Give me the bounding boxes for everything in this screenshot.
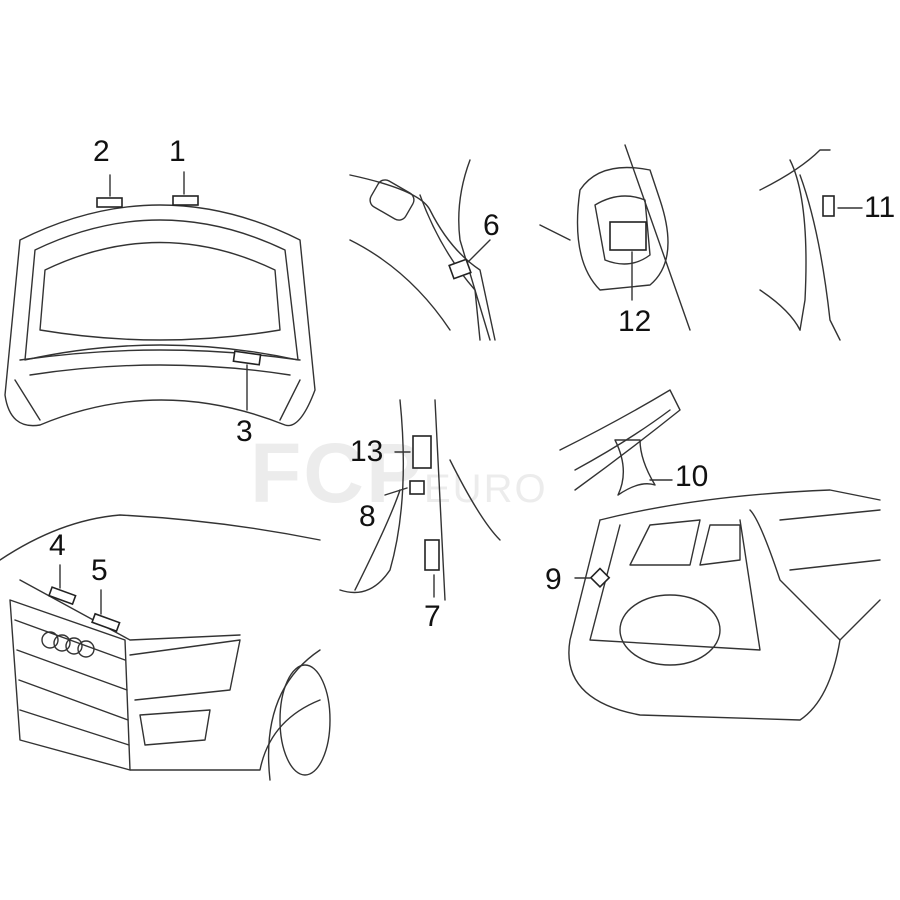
callout-10[interactable]: 10 [675, 460, 709, 493]
fuel-door-drawing-12 [539, 144, 691, 331]
rear-vehicle-drawing-9 [568, 489, 881, 721]
pillar-drawing-11 [759, 149, 863, 341]
callout-11[interactable]: 11 [864, 191, 896, 224]
watermark-brand: FCP [250, 426, 424, 520]
callout-1[interactable]: 1 [169, 135, 186, 168]
callout-2[interactable]: 2 [93, 135, 110, 168]
callout-9[interactable]: 9 [545, 563, 562, 596]
callout-13[interactable]: 13 [350, 435, 384, 468]
hood-drawing [4, 171, 316, 427]
callout-4[interactable]: 4 [49, 529, 66, 562]
rear-hatch-drawing-10 [559, 389, 681, 496]
callout-6[interactable]: 6 [483, 209, 500, 242]
door-pillar-drawing [339, 399, 501, 601]
door-frame-drawing-6 [349, 159, 496, 341]
callout-12[interactable]: 12 [618, 305, 652, 338]
callout-8[interactable]: 8 [359, 500, 376, 533]
watermark-suffix: EURO [424, 467, 548, 511]
callout-5[interactable]: 5 [91, 554, 108, 587]
callout-7[interactable]: 7 [424, 600, 441, 633]
callout-3[interactable]: 3 [236, 415, 253, 448]
watermark-logo: FCPEURO [250, 425, 548, 522]
front-vehicle-drawing [0, 514, 331, 781]
